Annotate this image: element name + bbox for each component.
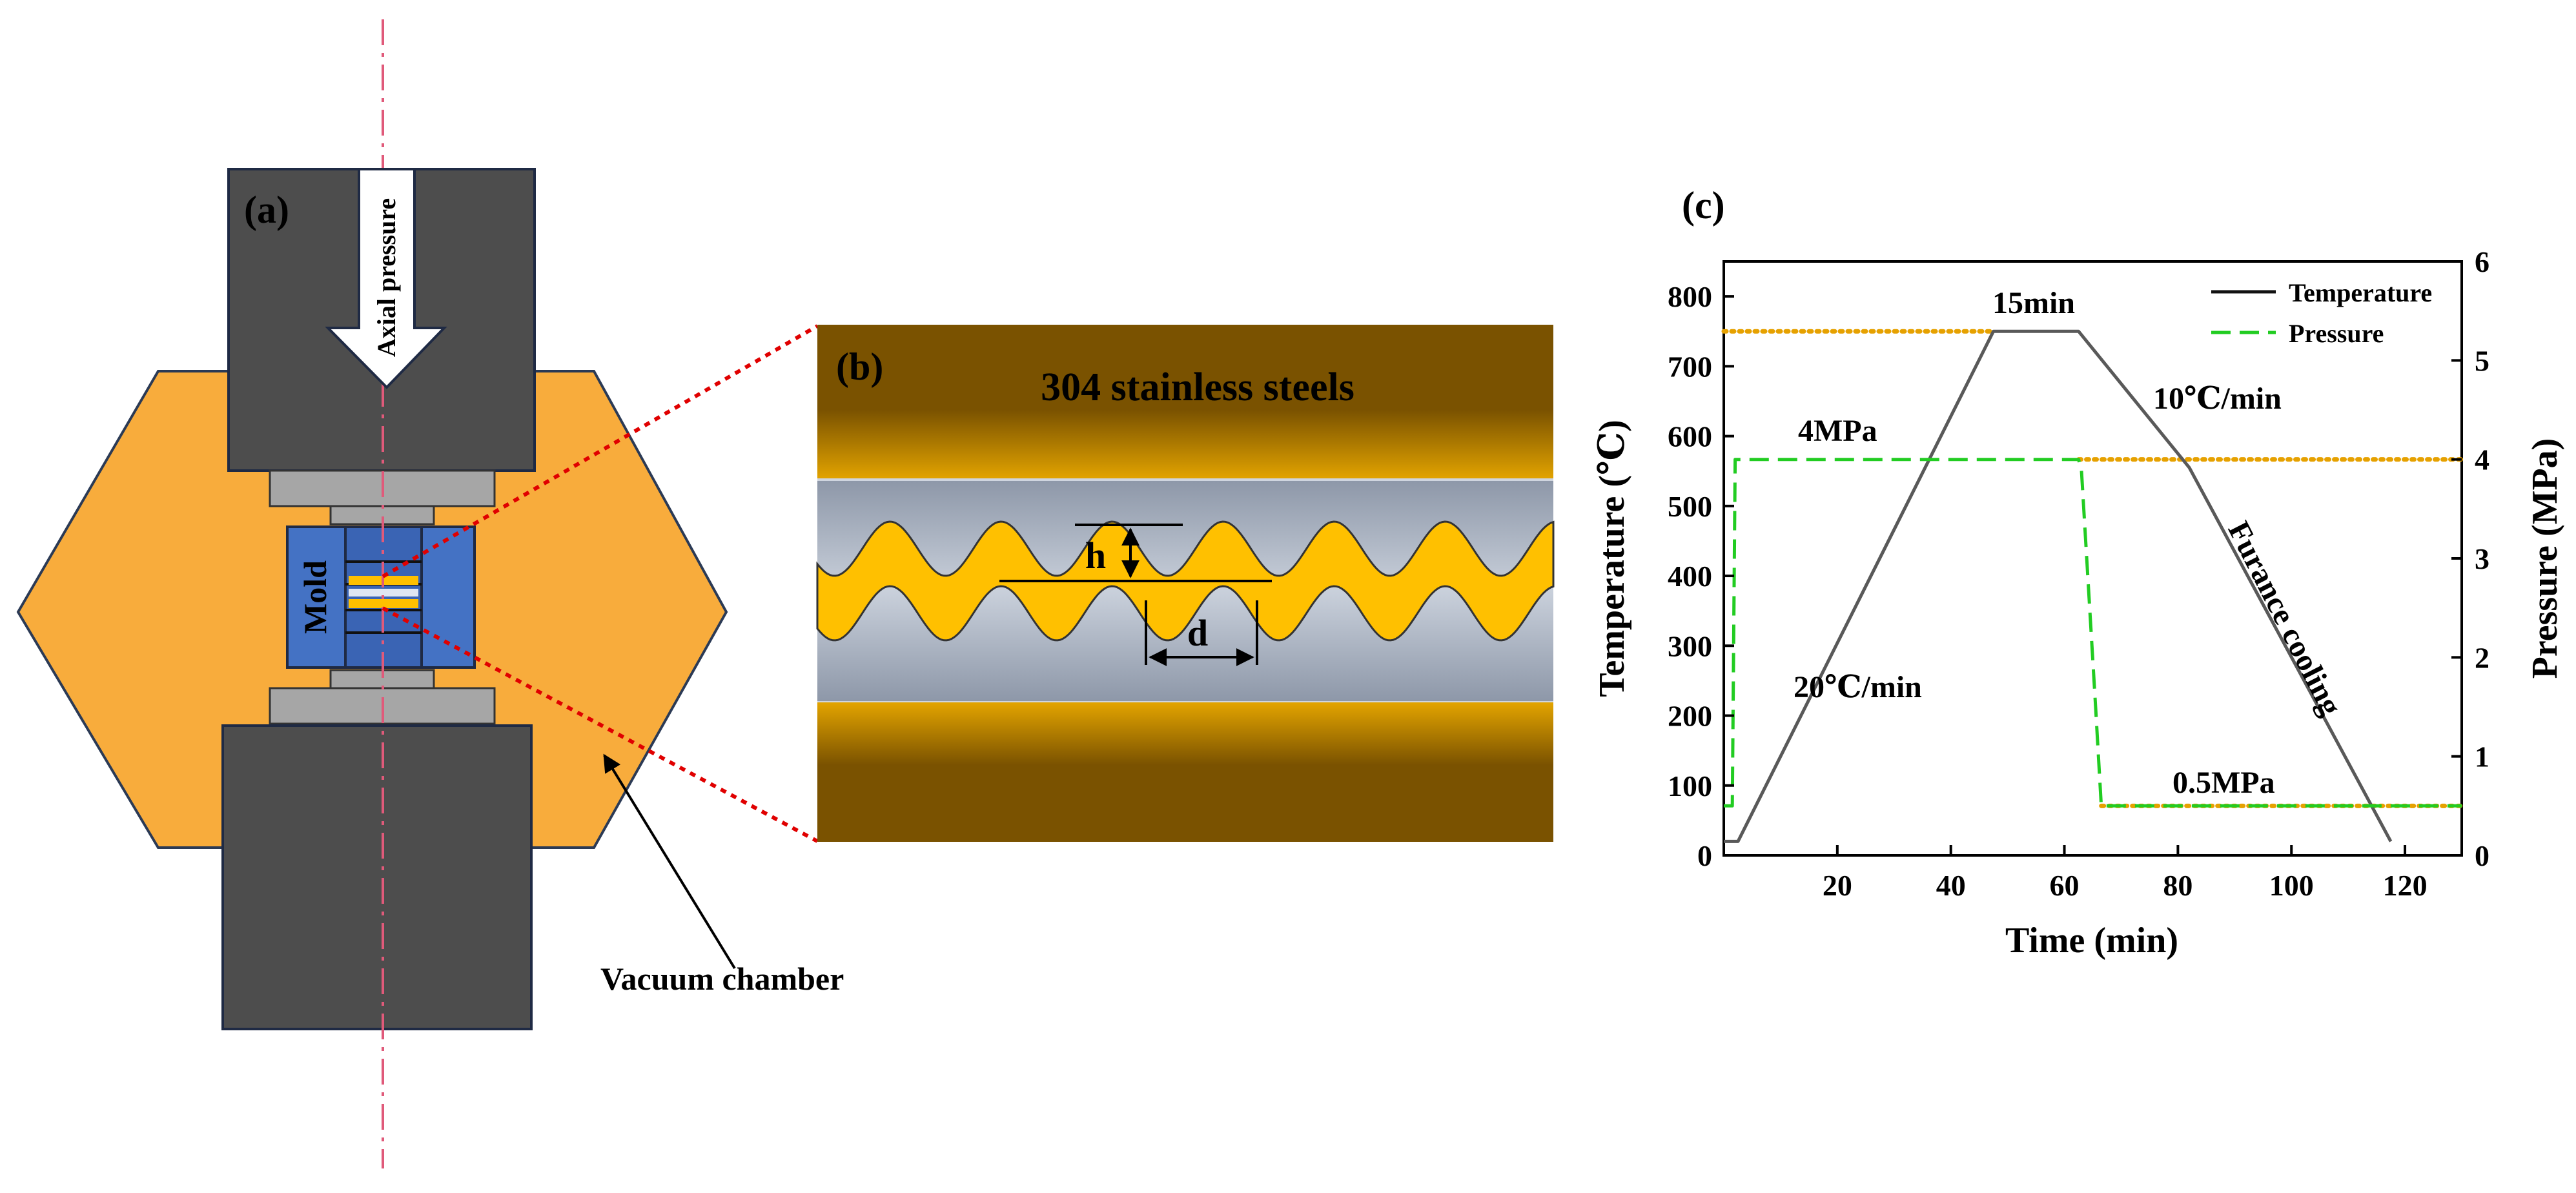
series-lines	[1724, 329, 2462, 843]
legend-pressure-label: Pressure	[2289, 319, 2384, 348]
x-tick-label: 60	[2050, 869, 2080, 902]
legend-temperature-label: Temperature	[2289, 278, 2432, 307]
y-right-tick-label: 3	[2475, 542, 2489, 575]
axial-pressure-arrow	[325, 168, 447, 389]
zoom-line	[382, 324, 819, 578]
series-line-temperature	[1724, 329, 2393, 843]
panel-b-label: (b)	[836, 345, 883, 388]
annotation-heating-rate: 20℃/min	[1794, 670, 1922, 704]
annotation-high-pressure: 4MPa	[1798, 414, 1877, 448]
y-right-tick-label: 0	[2475, 839, 2489, 872]
y-left-tick-label: 100	[1668, 770, 1712, 802]
panel-b-title: 304 stainless steels	[1041, 365, 1354, 409]
y-left-axis-label: Temperature (℃)	[1592, 420, 1632, 697]
annotation-cooling-rate: 10℃/min	[2153, 382, 2282, 416]
h-label: h	[1085, 535, 1106, 576]
panel-a: Mold Axial pressure (a) Vacuum chamber	[16, 19, 844, 1168]
axial-pressure-label: Axial pressure	[372, 198, 401, 357]
y-left-tick-label: 300	[1668, 629, 1712, 662]
y-left-tick-label: 200	[1668, 700, 1712, 733]
reference-lines	[1721, 329, 2464, 808]
x-axis-label: Time (min)	[2005, 921, 2178, 961]
sample-layer	[349, 599, 418, 608]
y-left-tick-label: 0	[1697, 839, 1712, 872]
lower-ram	[221, 724, 533, 1030]
panel-b: h d (b) 304 stainless steels	[816, 325, 1555, 842]
x-tick-label: 80	[2163, 869, 2193, 902]
mold-label: Mold	[297, 560, 333, 634]
annotation-hold-time: 15min	[1992, 286, 2075, 320]
y-left-tick-label: 400	[1668, 560, 1712, 593]
y-left-tick-label: 600	[1668, 420, 1712, 453]
steel-top	[817, 325, 1553, 480]
y-right-tick-label: 6	[2475, 245, 2489, 278]
y-right-tick-label: 2	[2475, 641, 2489, 674]
annotation-furnace-cooling: Furance cooling	[2221, 516, 2348, 720]
annotation-low-pressure: 0.5MPa	[2172, 766, 2275, 800]
chamber-pointer	[603, 753, 736, 970]
y-left-tick-label: 700	[1668, 350, 1712, 383]
y-left-tick-label: 500	[1668, 490, 1712, 523]
vacuum-chamber-label: Vacuum chamber	[600, 961, 844, 997]
legend: Temperature Pressure	[2211, 278, 2432, 348]
x-tick-label: 40	[1936, 869, 1966, 902]
x-tick-label: 100	[2269, 869, 2314, 902]
series-line-pressure	[1724, 458, 2462, 808]
x-tick-label: 20	[1823, 869, 1852, 902]
x-tick-label: 120	[2383, 869, 2428, 902]
steel-bottom	[817, 702, 1553, 842]
panel-c-label: (c)	[1682, 184, 1725, 227]
y-left-tick-label: 800	[1668, 280, 1712, 313]
zoom-line	[382, 606, 819, 843]
y-right-axis-label: Pressure (MPa)	[2525, 438, 2565, 679]
d-label: d	[1187, 612, 1208, 654]
y-right-tick-label: 5	[2475, 344, 2489, 377]
panel-a-label: (a)	[244, 189, 289, 231]
y-right-tick-label: 4	[2475, 444, 2489, 476]
sample-layer	[349, 589, 418, 596]
y-right-tick-label: 1	[2475, 740, 2489, 773]
